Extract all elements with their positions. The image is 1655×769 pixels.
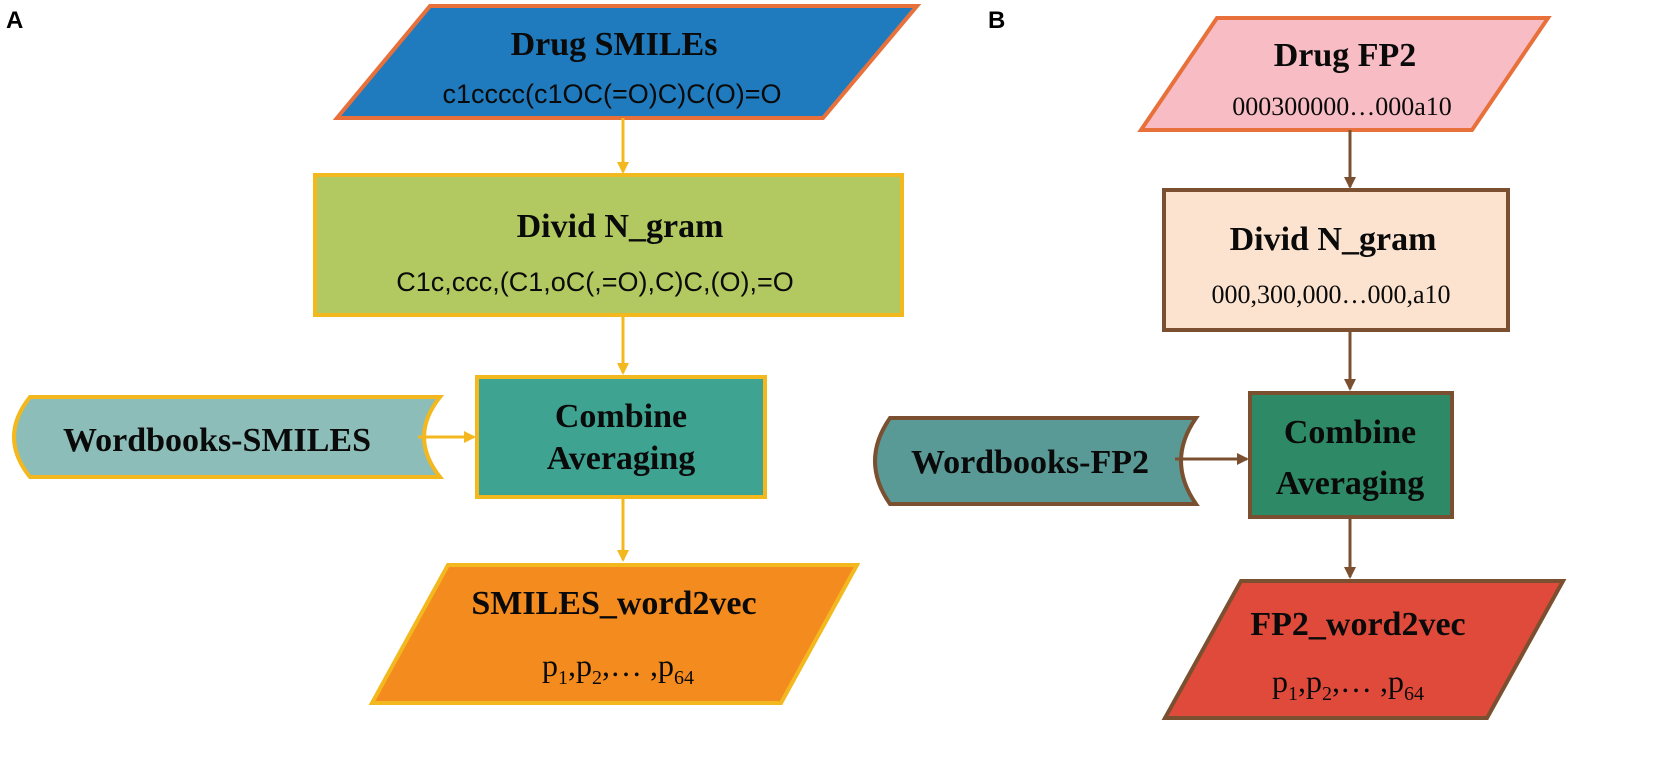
panel-a-divide-title: Divid N_gram (517, 208, 724, 245)
panel-a-p1-sub: 1 (558, 667, 568, 689)
panel-b-p64-sub: 64 (1404, 683, 1424, 705)
panel-a-output-shape (368, 563, 861, 705)
panel-b-sep: , (1298, 663, 1306, 699)
panel-a-input-title: Drug SMILEs (511, 26, 718, 63)
panel-a-output-title: SMILES_word2vec (471, 585, 756, 622)
panel-b-combine-line1: Combine (1284, 414, 1416, 451)
panel-b-combine-shape (1248, 391, 1454, 519)
panel-a-p64: p (658, 647, 674, 683)
panel-b-output-title: FP2_word2vec (1250, 606, 1465, 643)
panel-b-p1: p (1272, 663, 1288, 699)
panel-b-input-shape (1137, 16, 1552, 132)
panel-b-input-value: 000300000…000a10 (1232, 92, 1452, 121)
panel-b-output-shape (1161, 579, 1567, 720)
panel-b-p1-sub: 1 (1288, 683, 1298, 705)
panel-a-p2-sub: 2 (592, 667, 602, 689)
panel-b-divide-title: Divid N_gram (1230, 221, 1437, 258)
panel-a-p2: p (576, 647, 592, 683)
panel-a-sep: , (568, 647, 576, 683)
panel-a-input-value: c1cccc(c1OC(=O)C)C(O)=O (442, 79, 781, 109)
panel-b-output-vector: p1,p2,… ,p64 (1272, 663, 1424, 705)
panel-a-wordbook-shape (12, 395, 445, 479)
panel-a-combine-line2: Averaging (547, 440, 696, 477)
panel-b-divide-value: 000,300,000…000,a10 (1211, 280, 1450, 309)
panel-b-p64: p (1388, 663, 1404, 699)
panel-b-ellipsis: ,… , (1332, 663, 1388, 699)
panel-a-label: A (6, 7, 23, 34)
panel-a-ellipsis: ,… , (602, 647, 658, 683)
panel-b-wordbook-label: Wordbooks-FP2 (911, 444, 1149, 481)
panel-b-input-title: Drug FP2 (1274, 37, 1417, 74)
panel-a-p64-sub: 64 (674, 667, 694, 689)
panel-a-wordbook-label: Wordbooks-SMILES (63, 422, 371, 459)
panel-a-combine-line1: Combine (555, 398, 687, 435)
panel-a-output-vector: p1,p2,… ,p64 (542, 647, 694, 689)
panel-b-combine-line2: Averaging (1276, 465, 1425, 502)
panel-b-wordbook-shape (873, 416, 1200, 506)
panel-b-p2: p (1306, 663, 1322, 699)
panel-a-input-shape (332, 4, 922, 120)
panel-a-combine-shape (475, 375, 767, 499)
panel-b-p2-sub: 2 (1322, 683, 1332, 705)
panel-a-divide-value: C1c,ccc,(C1,oC(,=O),C)C,(O),=O (396, 267, 794, 297)
panel-a-p1: p (542, 647, 558, 683)
panel-b-label: B (988, 7, 1005, 34)
panel-a-divide-shape (313, 173, 904, 317)
panel-b-divide-shape (1162, 188, 1510, 332)
